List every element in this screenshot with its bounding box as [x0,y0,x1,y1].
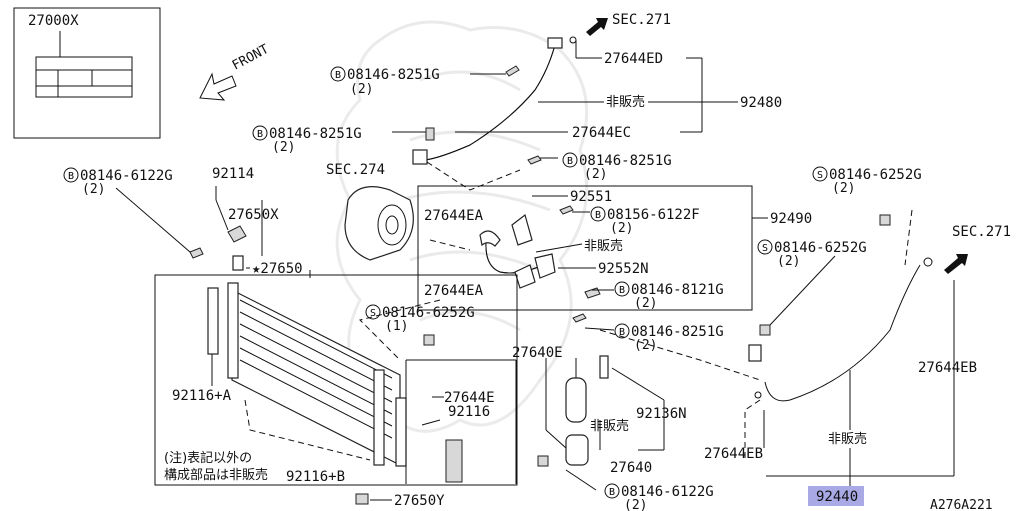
pipe-right [748,257,933,402]
part-27644ea-2: 27644EA [424,283,484,299]
bolt-qty-5: (2) [610,221,633,236]
part-92551: 92551 [570,189,612,205]
leader-lines [115,40,955,501]
not-sold-label-1: 非販売 [606,94,645,110]
part-27640: 27640 [610,460,652,476]
part-27640e: 27640E [512,345,563,361]
not-sold-label-4: 非販売 [828,431,867,447]
part-92490: 92490 [770,211,812,227]
svg-text:B: B [619,285,625,296]
svg-text:B: B [257,129,263,140]
bolt-qty-3: (2) [584,167,607,182]
bolt-qty-2: (2) [272,140,295,155]
svg-text:S: S [370,308,376,319]
bolt-label-6: 08146-8121G [631,282,724,298]
highlight-92440 [808,486,864,506]
sec271-right-label: SEC.271 [952,224,1011,240]
svg-text:B: B [567,156,573,167]
circled-symbols [63,66,828,499]
sec271-top-arrow: SEC.271 [586,12,671,36]
hose-mid [479,213,556,289]
hose-upper [412,36,577,165]
bolt-qty-4: (2) [82,182,105,197]
svg-text:B: B [609,487,615,498]
part-27650: ★27650 [252,261,303,277]
note-line-2: 構成部品は非販売 [164,467,268,483]
screw-qty-2: (2) [777,254,800,269]
screw-qty-3: (1) [385,319,408,334]
part-92116: 92116 [448,404,490,420]
part-92136n: 92136N [636,406,687,422]
bolt-qty-6: (2) [634,296,657,311]
part-92440: 92440 [816,489,858,505]
bolts [189,65,891,505]
bolt-label-1: 08146-8251G [347,67,440,83]
part-92480: 92480 [740,95,782,111]
part-92116b: 92116+B [286,469,345,485]
screw-label-3: 08146-6252G [382,305,475,321]
front-arrow-icon: FRONT [199,42,272,101]
condenser-27650 [154,255,518,486]
not-sold-label-3: 非販売 [590,418,629,434]
svg-text:B: B [619,327,625,338]
note-line-1: (注)表記以外の [164,450,252,466]
part-27650x: 27650X [228,207,279,223]
part-27644ed: 27644ED [604,51,663,67]
part-27644ec: 27644EC [572,125,631,141]
part-27000x: 27000X [28,13,79,29]
bolt-qty-1: (2) [350,82,373,97]
svg-text:S: S [817,170,823,181]
screw-label-2: 08146-6252G [774,240,867,256]
not-sold-label-2: 非販売 [584,238,623,254]
svg-text:B: B [68,171,74,182]
part-27644eb-1: 27644EB [918,360,977,376]
svg-text:B: B [335,70,341,81]
label-27000x-box: 27000X [13,7,161,139]
bolt-label-3: 08146-8251G [579,153,672,169]
compressor-part [344,186,414,261]
diagram-code: A276A221 [930,498,993,511]
bolt-label-4: 08146-6122G [80,168,173,184]
part-27650y: 27650Y [394,493,445,509]
bolt-label-7: 08146-8251G [631,324,724,340]
part-27644ea-1: 27644EA [424,208,484,224]
sec274-label: SEC.274 [326,162,385,178]
bolt-label-8: 08146-6122G [621,484,714,500]
front-label: FRONT [230,42,272,74]
part-92552n: 92552N [598,261,649,277]
bolt-label-2: 08146-8251G [269,126,362,142]
group-92490-box [417,185,753,311]
bolt-qty-8: (2) [624,498,647,511]
part-27644e: 27644E [444,390,495,406]
svg-text:S: S [762,243,768,254]
svg-text:B: B [595,210,601,221]
part-92116a: 92116+A [172,388,232,404]
bolt-label-5: 08156-6122F [607,207,700,223]
dashed-lines [244,161,913,461]
sec271-right-arrow: SEC.271 [944,224,1011,274]
sec271-top-label: SEC.271 [612,12,671,28]
part-92114: 92114 [212,166,254,182]
part-27644eb-2: 27644EB [704,446,763,462]
screw-label-1: 08146-6252G [829,167,922,183]
text-labels: 08146-8251G (2) 08146-8251G (2) 08146-82… [80,51,993,511]
bolt-qty-7: (2) [634,338,657,353]
circled-symbol-letters: B B B B B B B B S S S [68,70,823,498]
receiver-27640 [565,355,609,466]
screw-qty-1: (2) [832,181,855,196]
